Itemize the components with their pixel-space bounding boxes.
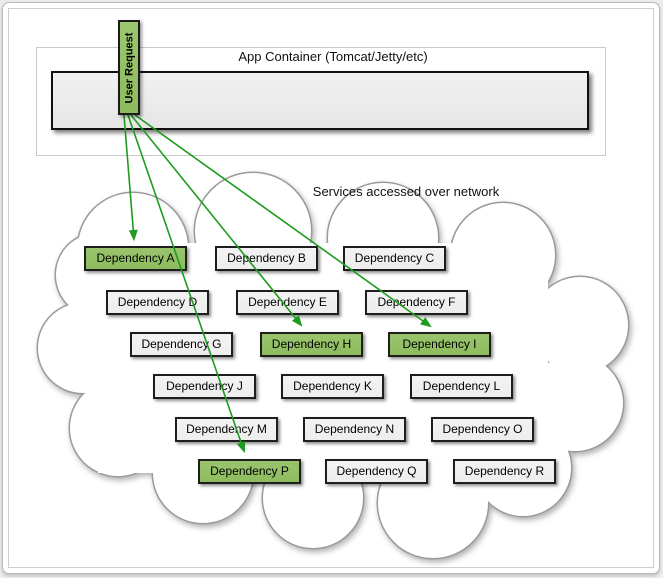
dependency-b-box: Dependency B xyxy=(215,246,318,271)
dependency-n-box: Dependency N xyxy=(303,417,406,442)
dependency-g-box: Dependency G xyxy=(130,332,233,357)
dependency-h-box: Dependency H xyxy=(260,332,363,357)
dependency-k-box: Dependency K xyxy=(281,374,384,399)
dependency-m-box: Dependency M xyxy=(175,417,278,442)
dependency-d-box: Dependency D xyxy=(106,290,209,315)
dependency-i-box: Dependency I xyxy=(388,332,491,357)
arrow-to-dependency-p xyxy=(127,114,246,454)
dependency-o-box: Dependency O xyxy=(431,417,534,442)
dependency-q-box: Dependency Q xyxy=(325,459,428,484)
user-request-box: User Request xyxy=(118,20,140,115)
dependency-f-box: Dependency F xyxy=(365,290,468,315)
dependency-r-box: Dependency R xyxy=(453,459,556,484)
dependency-l-box: Dependency L xyxy=(410,374,513,399)
dependency-p-box: Dependency P xyxy=(198,459,301,484)
user-request-label: User Request xyxy=(123,32,136,103)
dependency-c-box: Dependency C xyxy=(343,246,446,271)
dependency-e-box: Dependency E xyxy=(236,290,339,315)
dependency-j-box: Dependency J xyxy=(153,374,256,399)
app-container-label: App Container (Tomcat/Jetty/etc) xyxy=(238,49,428,64)
services-label: Services accessed over network xyxy=(312,184,500,199)
dependency-a-box: Dependency A xyxy=(84,246,187,271)
